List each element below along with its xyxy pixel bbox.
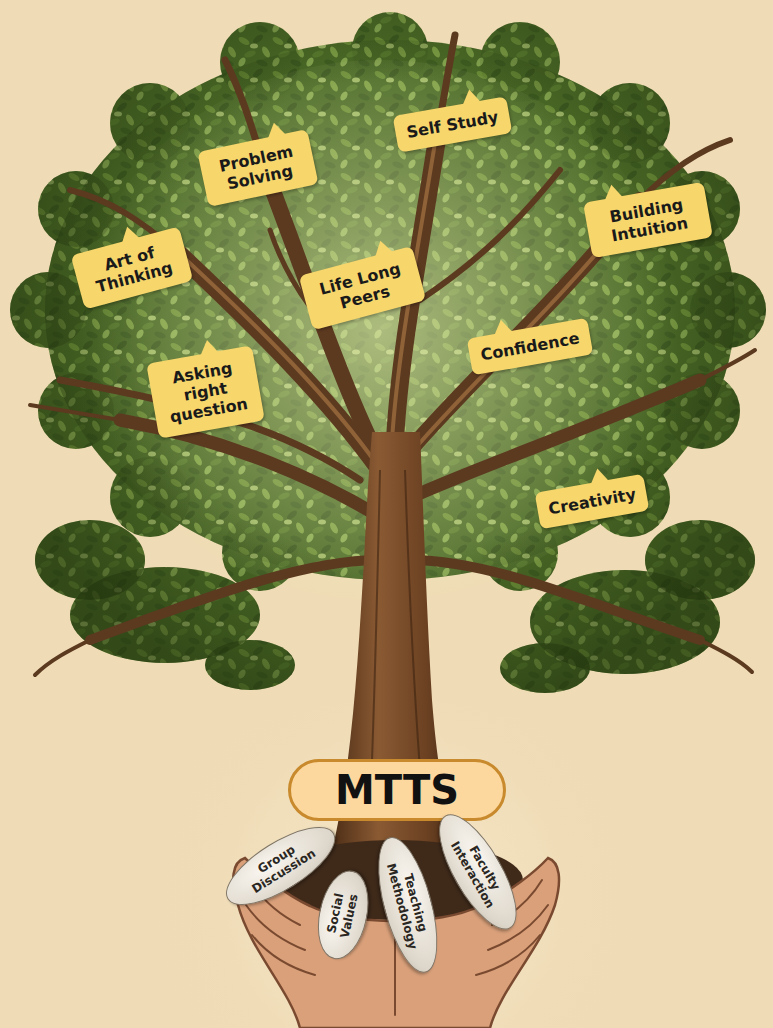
speech-callout: Creativity bbox=[534, 474, 649, 530]
callout-tail bbox=[371, 238, 392, 256]
speech-callout: Art of Thinking bbox=[71, 226, 194, 309]
callout-tail bbox=[492, 319, 512, 336]
callout-tail bbox=[118, 224, 139, 242]
callout-text: Self Study bbox=[405, 107, 500, 142]
callout-text: Life Long Peers bbox=[311, 257, 413, 319]
title-pill: MTTS bbox=[288, 759, 506, 821]
callout-tail bbox=[460, 88, 480, 105]
callout-text: Creativity bbox=[547, 485, 637, 519]
callout-text: Problem Solving bbox=[210, 140, 306, 196]
stone-text: Social Values bbox=[323, 883, 362, 947]
callout-text: Art of Thinking bbox=[84, 238, 181, 298]
tree-trunk bbox=[330, 432, 468, 860]
callout-text: Asking right question bbox=[158, 356, 252, 427]
callout-tail bbox=[198, 339, 218, 356]
callout-text: Building Intuition bbox=[595, 192, 700, 247]
stone-text: Faculty Interaction bbox=[441, 822, 515, 922]
foundation-stone: Faculty Interaction bbox=[425, 804, 531, 940]
speech-callout: Life Long Peers bbox=[298, 246, 426, 331]
speech-callout: Problem Solving bbox=[197, 129, 318, 207]
stone-text: Teaching Methodology bbox=[380, 848, 435, 961]
speech-callout: Asking right question bbox=[146, 346, 264, 439]
speech-callout: Confidence bbox=[467, 318, 594, 376]
speech-callout: Building Intuition bbox=[583, 182, 713, 259]
foundation-stone: Teaching Methodology bbox=[367, 831, 449, 979]
callout-tail bbox=[265, 121, 286, 138]
stone-text: Group Discussion bbox=[232, 829, 327, 903]
callout-tail bbox=[589, 467, 609, 484]
bark-lines bbox=[372, 470, 420, 770]
speech-callout: Self Study bbox=[392, 97, 512, 154]
foundation-stone: Social Values bbox=[310, 866, 375, 964]
pill-text: MTTS bbox=[335, 764, 459, 816]
callout-tail bbox=[602, 183, 622, 200]
